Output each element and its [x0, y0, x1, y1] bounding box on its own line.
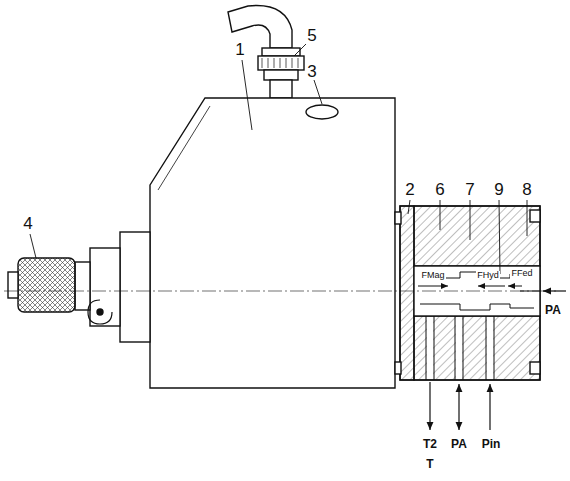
callout-number: 4: [22, 215, 33, 233]
callout-number: 1: [234, 41, 245, 59]
callout-number: 6: [434, 181, 445, 199]
callout-number: 5: [306, 27, 317, 45]
callout-number: 7: [464, 181, 475, 199]
port-label: T2: [422, 438, 438, 451]
force-label: FHyd: [476, 271, 500, 280]
force-label: FFed: [510, 269, 533, 278]
port-label: PA: [450, 438, 468, 451]
callout-number: 8: [521, 181, 532, 199]
port-label: PA: [544, 304, 562, 317]
callout-number: 2: [404, 181, 415, 199]
callout-number: 9: [493, 181, 504, 199]
force-label: FMag: [420, 271, 445, 280]
port-label: Pin: [481, 438, 502, 451]
port-label: T: [425, 458, 434, 471]
callout-number: 3: [306, 63, 317, 81]
